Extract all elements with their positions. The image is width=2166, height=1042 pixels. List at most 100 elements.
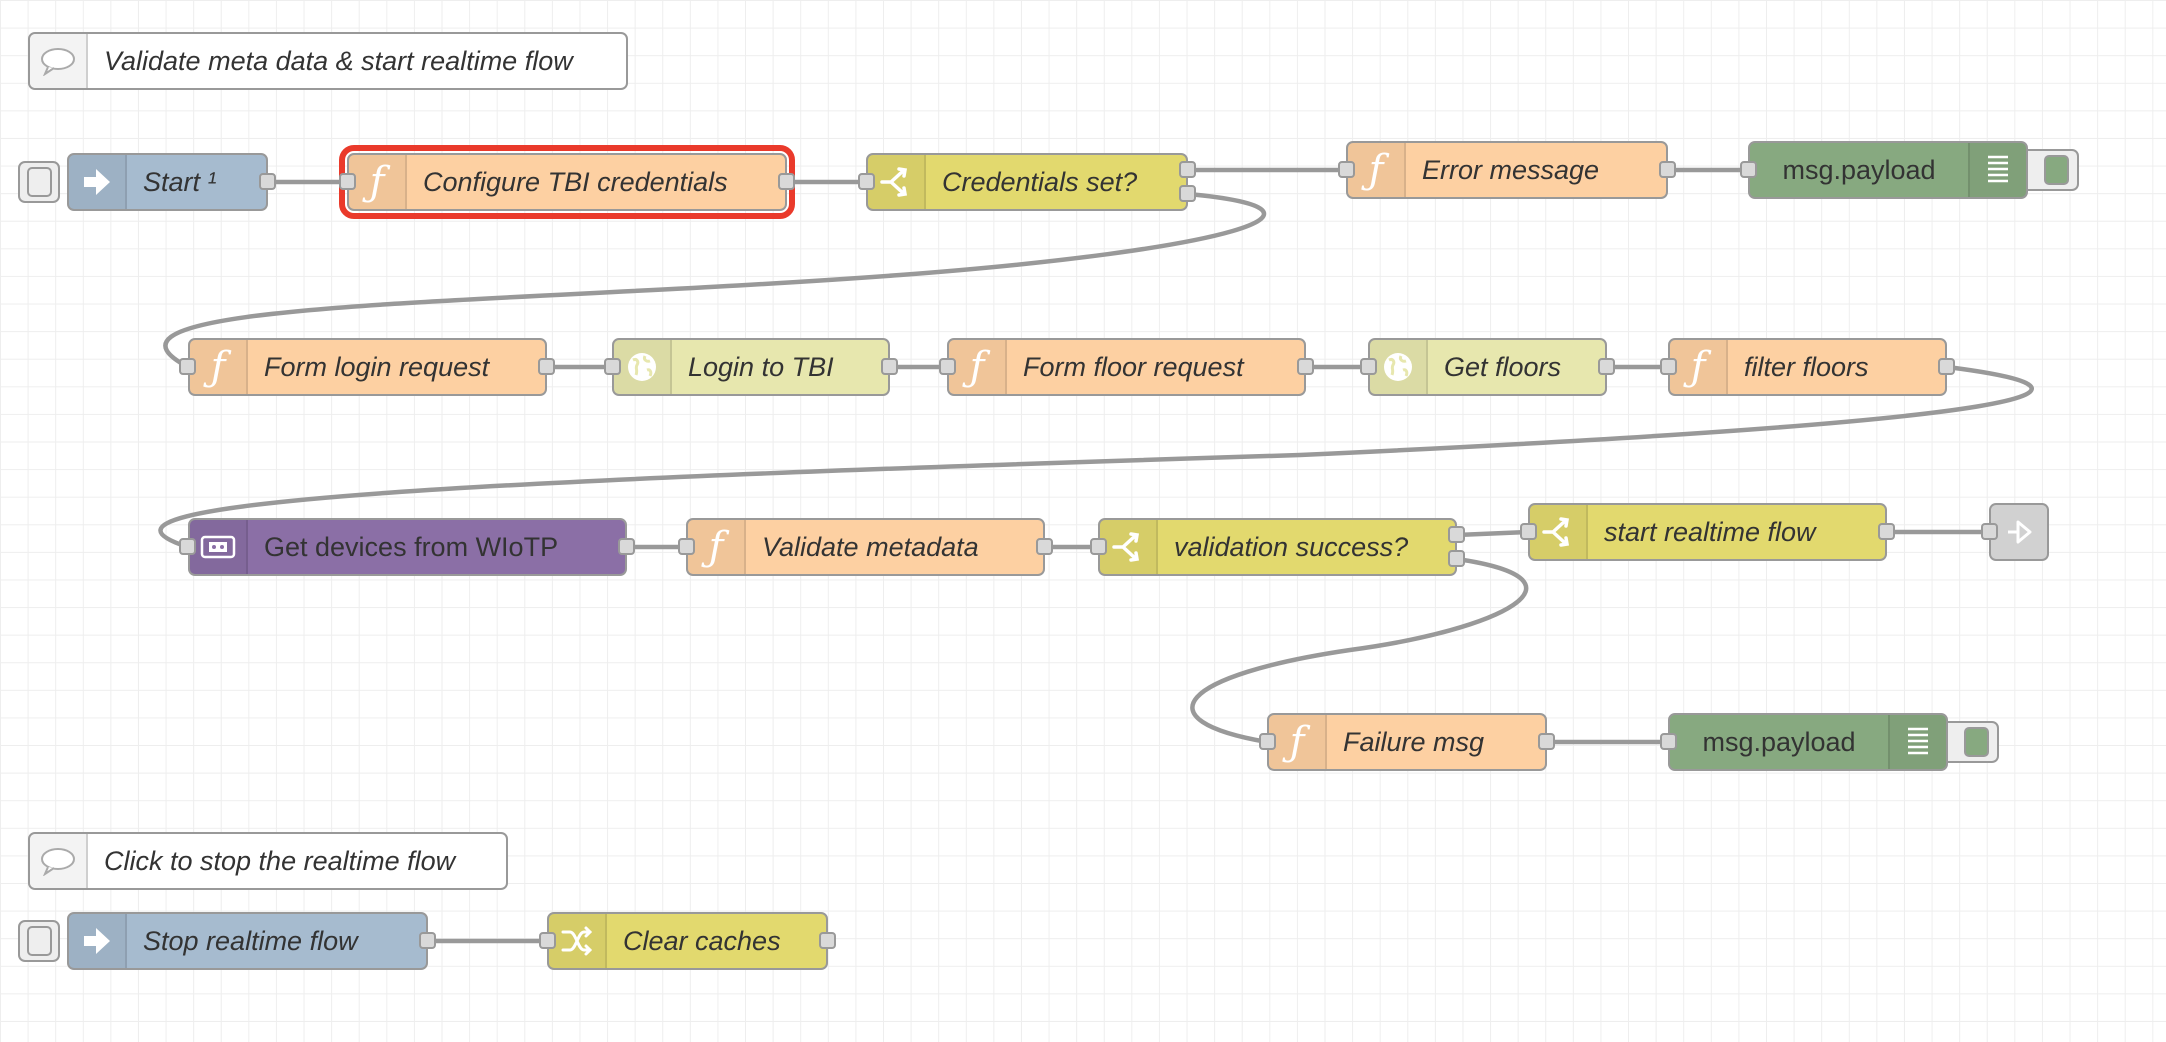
input-port[interactable] xyxy=(1090,538,1107,555)
output-port-2[interactable] xyxy=(1179,185,1196,202)
switch-icon xyxy=(1100,520,1158,574)
node-label: validation success? xyxy=(1174,531,1409,562)
input-port[interactable] xyxy=(1259,733,1276,750)
switch-node-start-realtime-flow[interactable]: start realtime flow xyxy=(1528,503,1887,561)
output-port[interactable] xyxy=(538,358,555,375)
input-port[interactable] xyxy=(604,358,621,375)
comment-validate-metadata[interactable]: Validate meta data & start realtime flow xyxy=(28,32,628,90)
input-port[interactable] xyxy=(1520,523,1537,540)
switch-node-credentials-set[interactable]: Credentials set? xyxy=(866,153,1188,211)
function-node-form-floor-request[interactable]: ƒ Form floor request xyxy=(947,338,1306,396)
output-port[interactable] xyxy=(1659,161,1676,178)
function-node-form-login-request[interactable]: ƒ Form login request xyxy=(188,338,547,396)
input-port[interactable] xyxy=(1360,358,1377,375)
node-label: Get floors xyxy=(1444,351,1562,382)
wire-success-failure[interactable] xyxy=(1190,556,1529,745)
comment-icon xyxy=(30,834,88,888)
output-port[interactable] xyxy=(1036,538,1053,555)
output-port-1[interactable] xyxy=(1448,526,1465,543)
node-label: Validate metadata xyxy=(762,531,979,562)
function-icon: ƒ xyxy=(1348,143,1406,197)
debug-list-icon xyxy=(1888,715,1946,769)
function-icon: ƒ xyxy=(190,340,248,394)
function-node-error-message[interactable]: ƒ Error message xyxy=(1346,141,1668,199)
input-port[interactable] xyxy=(179,358,196,375)
input-port[interactable] xyxy=(858,173,875,190)
comment-label: Click to stop the realtime flow xyxy=(104,845,456,876)
node-label: Stop realtime flow xyxy=(143,925,358,956)
inject-trigger-button[interactable] xyxy=(18,161,60,203)
wiotp-node-get-devices[interactable]: Get devices from WIoTP xyxy=(188,518,627,576)
switch-node-validation-success[interactable]: validation success? xyxy=(1098,518,1457,576)
node-label: Get devices from WIoTP xyxy=(264,531,559,562)
inject-arrow-icon xyxy=(69,155,127,209)
globe-icon xyxy=(1370,340,1428,394)
function-icon: ƒ xyxy=(949,340,1007,394)
switch-icon xyxy=(1530,505,1588,559)
node-label: filter floors xyxy=(1744,351,1869,382)
input-port[interactable] xyxy=(939,358,956,375)
node-label: Start ¹ xyxy=(143,166,217,197)
function-icon: ƒ xyxy=(688,520,746,574)
http-request-node-get-floors[interactable]: Get floors xyxy=(1368,338,1607,396)
inject-arrow-icon xyxy=(69,914,127,968)
inject-node-stop-realtime-flow[interactable]: Stop realtime flow xyxy=(67,912,428,970)
debug-node-msg-payload-2[interactable]: msg.payload xyxy=(1668,713,1948,771)
output-port-2[interactable] xyxy=(1448,550,1465,567)
input-port[interactable] xyxy=(339,173,356,190)
output-port[interactable] xyxy=(1538,733,1555,750)
output-port[interactable] xyxy=(1938,358,1955,375)
function-node-validate-metadata[interactable]: ƒ Validate metadata xyxy=(686,518,1045,576)
node-label: msg.payload xyxy=(1702,726,1856,757)
debug-node-msg-payload-1[interactable]: msg.payload xyxy=(1748,141,2028,199)
node-label: Credentials set? xyxy=(942,166,1138,197)
input-port[interactable] xyxy=(1660,733,1677,750)
output-port-1[interactable] xyxy=(1179,161,1196,178)
globe-icon xyxy=(614,340,672,394)
output-port[interactable] xyxy=(618,538,635,555)
node-label: start realtime flow xyxy=(1604,516,1816,547)
comment-label: Validate meta data & start realtime flow xyxy=(104,45,573,76)
function-node-failure-msg[interactable]: ƒ Failure msg xyxy=(1267,713,1547,771)
input-port[interactable] xyxy=(539,932,556,949)
output-port[interactable] xyxy=(819,932,836,949)
shuffle-icon xyxy=(549,914,607,968)
link-out-node[interactable] xyxy=(1989,503,2049,561)
node-label: Form login request xyxy=(264,351,490,382)
output-port[interactable] xyxy=(1598,358,1615,375)
function-node-configure-tbi-credentials[interactable]: ƒ Configure TBI credentials xyxy=(339,145,795,219)
output-port[interactable] xyxy=(1297,358,1314,375)
output-port[interactable] xyxy=(419,932,436,949)
input-port[interactable] xyxy=(1740,161,1757,178)
node-label: Login to TBI xyxy=(688,351,834,382)
comment-stop-realtime[interactable]: Click to stop the realtime flow xyxy=(28,832,508,890)
output-port[interactable] xyxy=(1878,523,1895,540)
input-port[interactable] xyxy=(1660,358,1677,375)
change-node-clear-caches[interactable]: Clear caches xyxy=(547,912,828,970)
function-icon: ƒ xyxy=(1269,715,1327,769)
inject-node-start[interactable]: Start ¹ xyxy=(67,153,268,211)
output-port[interactable] xyxy=(259,173,276,190)
input-port[interactable] xyxy=(179,538,196,555)
node-label: Clear caches xyxy=(623,925,781,956)
output-port[interactable] xyxy=(881,358,898,375)
wire-success-startrealtime[interactable] xyxy=(1456,529,1529,538)
http-request-node-login-to-tbi[interactable]: Login to TBI xyxy=(612,338,890,396)
link-out-icon xyxy=(1991,505,2047,559)
output-port[interactable] xyxy=(778,173,795,190)
debug-list-icon xyxy=(1968,143,2026,197)
node-label: Failure msg xyxy=(1343,726,1485,757)
input-port[interactable] xyxy=(1338,161,1355,178)
switch-icon xyxy=(868,155,926,209)
input-port[interactable] xyxy=(678,538,695,555)
inject-trigger-button[interactable] xyxy=(18,920,60,962)
node-label: Form floor request xyxy=(1023,351,1244,382)
function-icon: ƒ xyxy=(1670,340,1728,394)
node-label: Error message xyxy=(1422,154,1600,185)
wire-filter-getdevices[interactable] xyxy=(158,364,2034,550)
wire-credentials-formlogin[interactable] xyxy=(163,191,1267,369)
function-node-filter-floors[interactable]: ƒ filter floors xyxy=(1668,338,1947,396)
input-port[interactable] xyxy=(1981,523,1998,540)
device-icon xyxy=(190,520,248,574)
